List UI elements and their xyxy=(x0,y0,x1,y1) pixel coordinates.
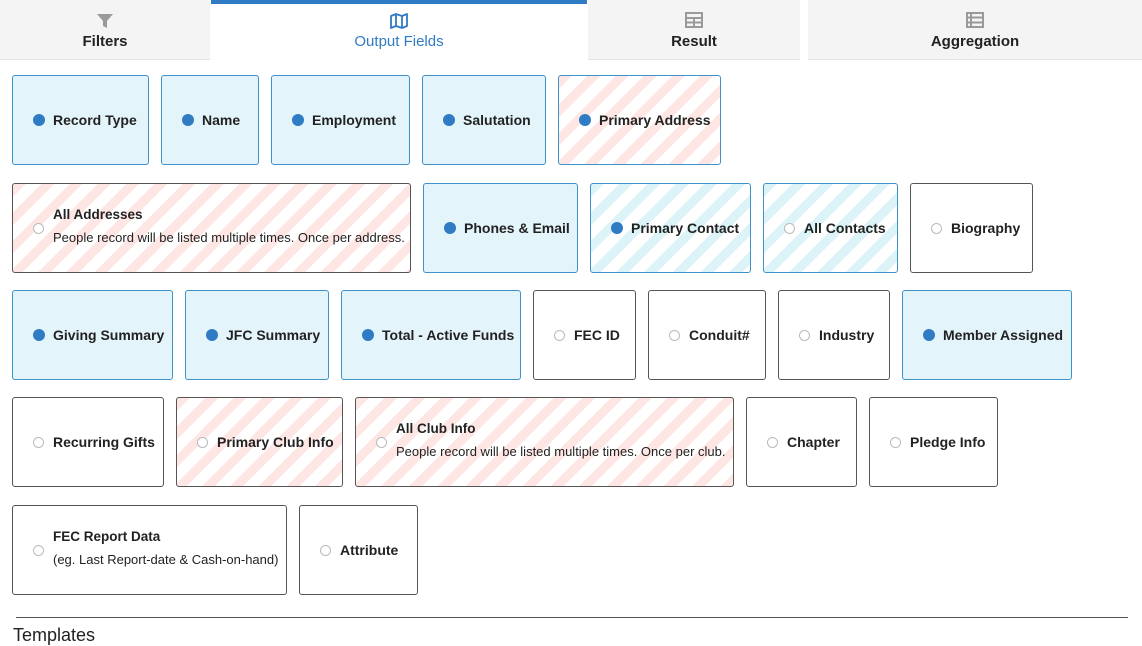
field-label: Industry xyxy=(819,327,875,343)
field-industry[interactable]: Industry xyxy=(778,290,890,380)
selected-radio-icon xyxy=(206,329,218,341)
field-attribute[interactable]: Attribute xyxy=(299,505,418,595)
field-label: Conduit# xyxy=(689,327,750,343)
field-primary-contact[interactable]: Primary Contact xyxy=(590,183,751,273)
table-icon xyxy=(588,12,800,30)
field-description: People record will be listed multiple ti… xyxy=(53,230,405,245)
list-icon xyxy=(808,12,1142,30)
field-label: Pledge Info xyxy=(910,434,986,450)
unselected-radio-icon xyxy=(554,330,565,341)
field-label: Employment xyxy=(312,112,397,128)
selected-radio-icon xyxy=(33,329,45,341)
unselected-radio-icon xyxy=(767,437,778,448)
field-giving-summary[interactable]: Giving Summary xyxy=(12,290,173,380)
field-label: FEC Report Data xyxy=(53,529,161,544)
selected-radio-icon xyxy=(33,114,45,126)
field-label: Chapter xyxy=(787,434,840,450)
section-divider xyxy=(16,617,1128,618)
field-description: People record will be listed multiple ti… xyxy=(396,444,726,459)
tab-label: Output Fields xyxy=(354,33,444,50)
field-label: Biography xyxy=(951,220,1021,236)
field-description: (eg. Last Report-date & Cash-on-hand) xyxy=(53,552,279,567)
field-conduit[interactable]: Conduit# xyxy=(648,290,766,380)
tab-output-fields[interactable]: Output Fields xyxy=(211,0,587,60)
unselected-radio-icon xyxy=(33,223,44,234)
selected-radio-icon xyxy=(362,329,374,341)
field-label: FEC ID xyxy=(574,327,620,343)
unselected-radio-icon xyxy=(669,330,680,341)
field-jfc-summary[interactable]: JFC Summary xyxy=(185,290,329,380)
field-label: All Contacts xyxy=(804,220,886,236)
unselected-radio-icon xyxy=(376,437,387,448)
field-label: Phones & Email xyxy=(464,220,570,236)
tab-bar: Filters Output Fields Result Aggregation xyxy=(0,0,1142,60)
field-label: Record Type xyxy=(53,112,137,128)
selected-radio-icon xyxy=(611,222,623,234)
field-label: All Club Info xyxy=(396,421,476,436)
field-label: JFC Summary xyxy=(226,327,321,343)
field-label: All Addresses xyxy=(53,207,143,222)
field-recurring-gifts[interactable]: Recurring Gifts xyxy=(12,397,164,487)
unselected-radio-icon xyxy=(33,437,44,448)
unselected-radio-icon xyxy=(784,223,795,234)
tab-label: Aggregation xyxy=(930,33,1020,50)
unselected-radio-icon xyxy=(799,330,810,341)
field-label: Recurring Gifts xyxy=(53,434,155,450)
field-label: Total - Active Funds xyxy=(382,327,515,343)
field-biography[interactable]: Biography xyxy=(910,183,1033,273)
field-label: Giving Summary xyxy=(53,327,165,343)
tab-label: Filters xyxy=(82,33,128,50)
field-label: Member Assigned xyxy=(943,327,1064,343)
unselected-radio-icon xyxy=(320,545,331,556)
selected-radio-icon xyxy=(443,114,455,126)
field-label: Primary Contact xyxy=(631,220,740,236)
field-label: Primary Address xyxy=(599,112,711,128)
field-all-addresses[interactable]: All Addresses People record will be list… xyxy=(12,183,411,273)
field-chapter[interactable]: Chapter xyxy=(746,397,857,487)
selected-radio-icon xyxy=(923,329,935,341)
tab-filters[interactable]: Filters xyxy=(0,0,210,60)
field-fec-id[interactable]: FEC ID xyxy=(533,290,636,380)
selected-radio-icon xyxy=(292,114,304,126)
filter-icon xyxy=(0,12,210,30)
field-pledge-info[interactable]: Pledge Info xyxy=(869,397,998,487)
field-all-contacts[interactable]: All Contacts xyxy=(763,183,898,273)
tab-result[interactable]: Result xyxy=(588,0,800,60)
field-label: Salutation xyxy=(463,112,531,128)
field-label: Name xyxy=(202,112,241,128)
field-primary-address[interactable]: Primary Address xyxy=(558,75,721,165)
field-member-assigned[interactable]: Member Assigned xyxy=(902,290,1072,380)
field-primary-club-info[interactable]: Primary Club Info xyxy=(176,397,343,487)
templates-heading: Templates xyxy=(13,625,96,645)
field-fec-report-data[interactable]: FEC Report Data (eg. Last Report-date & … xyxy=(12,505,287,595)
field-salutation[interactable]: Salutation xyxy=(422,75,546,165)
field-phones-email[interactable]: Phones & Email xyxy=(423,183,578,273)
field-all-club-info[interactable]: All Club Info People record will be list… xyxy=(355,397,734,487)
field-total-active-funds[interactable]: Total - Active Funds xyxy=(341,290,521,380)
unselected-radio-icon xyxy=(890,437,901,448)
field-employment[interactable]: Employment xyxy=(271,75,410,165)
unselected-radio-icon xyxy=(197,437,208,448)
field-record-type[interactable]: Record Type xyxy=(12,75,149,165)
unselected-radio-icon xyxy=(931,223,942,234)
unselected-radio-icon xyxy=(33,545,44,556)
field-label: Primary Club Info xyxy=(217,434,334,450)
selected-radio-icon xyxy=(444,222,456,234)
field-name[interactable]: Name xyxy=(161,75,259,165)
selected-radio-icon xyxy=(579,114,591,126)
map-icon xyxy=(211,12,587,30)
field-label: Attribute xyxy=(340,542,399,558)
tab-aggregation[interactable]: Aggregation xyxy=(808,0,1142,60)
selected-radio-icon xyxy=(182,114,194,126)
tab-label: Result xyxy=(671,33,717,50)
